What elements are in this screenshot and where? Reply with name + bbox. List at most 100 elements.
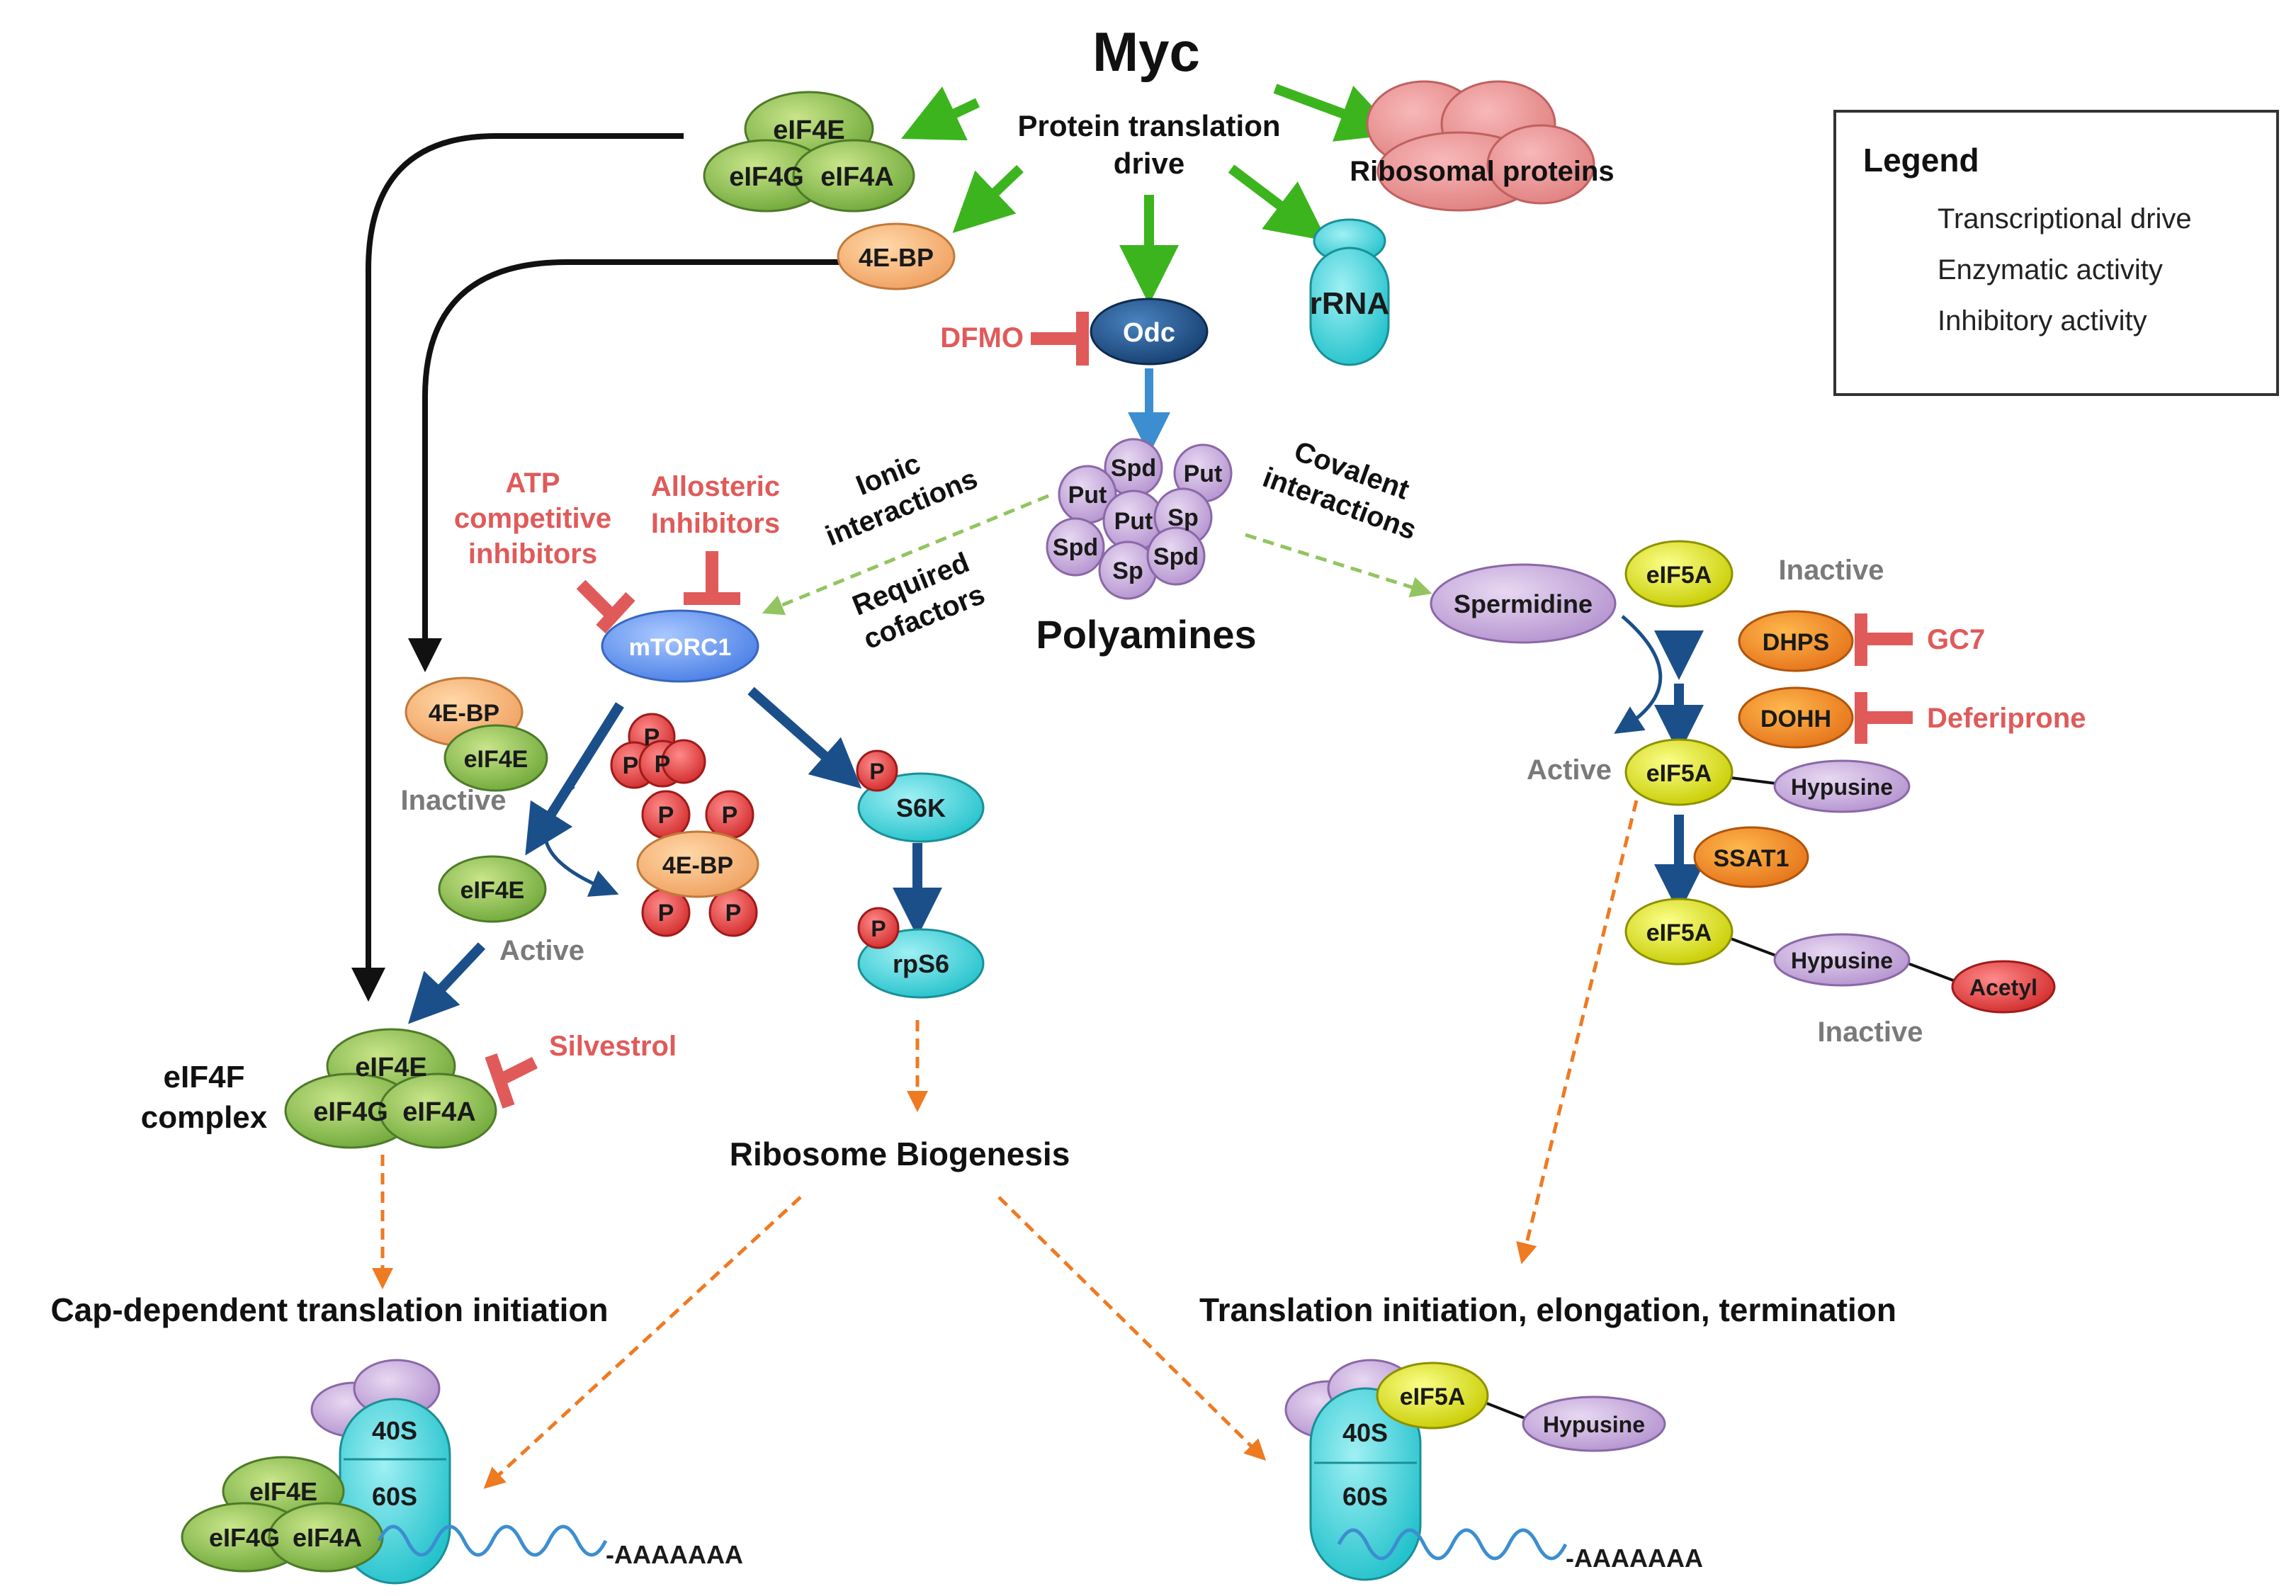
atp-line3: inhibitors — [468, 538, 597, 570]
eif4f-complex: eIF4E eIF4G eIF4A — [284, 1028, 497, 1149]
legend-item-inhibitory: Inhibitory activity — [1938, 305, 2147, 336]
dfmo-label: DFMO — [940, 322, 1024, 353]
inhibit-dfmo — [1031, 312, 1089, 366]
ssat1-label: SSAT1 — [1713, 845, 1789, 872]
ribosome-left: 40S 60S eIF4E eIF4G eIF4A -AAAAAAA — [181, 1359, 743, 1585]
rrna-label: rRNA — [1310, 286, 1389, 321]
left-40s-label: 40S — [372, 1416, 417, 1445]
polyamines-label: Polyamines — [1036, 612, 1256, 657]
ribosome-biogenesis-label: Ribosome Biogenesis — [730, 1136, 1070, 1172]
rps6-label: rpS6 — [893, 949, 949, 978]
four-ebp-inactive-label: 4E-BP — [429, 700, 499, 727]
eif4f-eif4g-label: eIF4G — [313, 1097, 388, 1127]
eif4a-top-label: eIF4A — [820, 162, 893, 192]
four-ebp-top-label: 4E-BP — [859, 243, 934, 272]
dashed-polyamines-mtorc1 — [762, 494, 1049, 616]
arrow-myc-ribosomal — [1273, 84, 1399, 142]
inhibit-deferiprone — [1855, 692, 1913, 744]
ribosome-right: 40S 60S eIF5A Hypusine -AAAAAAA — [1284, 1359, 1703, 1581]
inhibit-allosteric — [684, 551, 740, 605]
inhibit-atp — [576, 579, 635, 634]
inhibit-gc7 — [1855, 613, 1913, 666]
hypusine-active: Hypusine — [1773, 759, 1911, 813]
four-ebp-eif4e-inactive-complex: 4E-BP eIF4E — [405, 677, 548, 792]
eif4e-active-label: eIF4E — [460, 877, 525, 904]
phosphate-5: P — [722, 802, 738, 829]
eif4f-label-line1: eIF4F — [164, 1060, 245, 1094]
s6k-phosphate: P — [869, 759, 884, 784]
phosphate-cluster-top: P P P — [610, 713, 706, 789]
myc-title: Myc — [1092, 21, 1200, 83]
ribosomal-proteins-cluster: Ribosomal proteins — [1350, 80, 1614, 212]
eif4f-label-line2: complex — [141, 1100, 268, 1135]
phosphate-1: P — [644, 724, 660, 751]
atp-line1: ATP — [505, 468, 560, 499]
dohh-label: DOHH — [1760, 706, 1831, 732]
eif5a-acetyl-label: eIF5A — [1646, 919, 1712, 946]
ssat1-node: SSAT1 — [1693, 826, 1809, 888]
polyamine-put-2: Put — [1068, 482, 1107, 509]
phosphate-4: P — [658, 802, 674, 829]
curved-arrow-4ebp — [543, 785, 619, 897]
polyamine-sp-2: Sp — [1112, 558, 1143, 584]
polyamine-put-1: Put — [1184, 460, 1223, 487]
eif4f-eif4a-label: eIF4A — [402, 1097, 475, 1127]
legend-box: Legend Transcriptional drive Enzymatic a… — [1833, 110, 2279, 396]
legend-item-transcriptional: Transcriptional drive — [1938, 203, 2192, 234]
curved-arrow-spermidine — [1614, 615, 1663, 734]
eif5a-inactive-top: eIF5A — [1624, 540, 1734, 608]
black-arrows — [351, 133, 839, 1002]
right-mrna-wave — [1337, 1528, 1568, 1561]
left-eif4e-label: eIF4E — [249, 1477, 317, 1506]
rps6-node: P rpS6 — [857, 907, 985, 999]
phosphate-6: P — [658, 900, 674, 927]
cofactors-label: Required cofactors — [848, 547, 989, 655]
left-60s-label: 60S — [372, 1482, 417, 1511]
dashed-eif5a-translation — [1516, 800, 1639, 1264]
atp-inhibitors-label: ATP competitive inhibitors — [454, 468, 611, 570]
ribosomal-proteins-label: Ribosomal proteins — [1350, 156, 1614, 187]
covalent-interactions-label: Covalent interactions — [1259, 436, 1420, 546]
active-label-right: Active — [1527, 754, 1612, 786]
hypusine-acetylated: Hypusine — [1773, 933, 1911, 987]
allosteric-line2: Inhibitors — [651, 508, 780, 539]
s6k-node: P S6K — [856, 749, 985, 843]
inhibitory-symbols — [485, 312, 1913, 1109]
eif4e-top-label: eIF4E — [773, 115, 844, 145]
allosteric-line1: Allosteric — [651, 471, 780, 502]
dashed-arrows — [372, 494, 1639, 1489]
phosphate-7: P — [725, 900, 742, 927]
arrow-eif4e-eif4f — [408, 942, 486, 1024]
spermidine-label: Spermidine — [1454, 589, 1593, 618]
arrow-myc-rrna — [1228, 164, 1328, 242]
eif5a-active-label: eIF5A — [1646, 760, 1712, 787]
eif4-cluster-top: eIF4E eIF4G eIF4A — [703, 91, 915, 213]
silvestrol-label: Silvestrol — [549, 1031, 677, 1062]
eif4e-active: eIF4E — [438, 855, 547, 923]
left-eif4g-label: eIF4G — [209, 1523, 280, 1552]
polyamine-spd-2: Spd — [1053, 534, 1098, 561]
odc-node: Odc — [1090, 298, 1209, 366]
phosphate-2: P — [623, 752, 639, 779]
arrow-myc-eif4e — [901, 86, 980, 141]
four-ebp-phos-label: 4E-BP — [662, 852, 733, 879]
s6k-label: S6K — [896, 793, 946, 822]
enzymatic-arrows — [408, 630, 1704, 1024]
eif4f-eif4e-label: eIF4E — [355, 1053, 426, 1082]
arrow-myc-4ebp — [952, 164, 1024, 233]
inactive-label-left: Inactive — [401, 785, 507, 816]
four-ebp-phosphorylated: 4E-BP P P P P — [636, 790, 759, 937]
translation-iet-label: Translation initiation, elongation, term… — [1199, 1291, 1896, 1328]
cap-dependent-label: Cap-dependent translation initiation — [50, 1291, 608, 1328]
rps6-phosphate: P — [871, 916, 886, 941]
polyamine-spd-1: Spd — [1111, 455, 1156, 482]
eif5a-acetylated: eIF5A — [1624, 898, 1734, 966]
polyamine-spd-3: Spd — [1153, 543, 1199, 570]
eif4g-top-label: eIF4G — [729, 162, 804, 192]
four-ebp-top: 4E-BP — [837, 222, 956, 290]
polyamines-cluster: Spd Put Put Put Sp Spd Sp Spd — [1046, 438, 1233, 600]
drive-label-line2: drive — [1114, 147, 1184, 180]
dashed-biogenesis-left-ribosome — [483, 1196, 802, 1489]
arrow-4ebp-to-complex — [408, 259, 839, 672]
